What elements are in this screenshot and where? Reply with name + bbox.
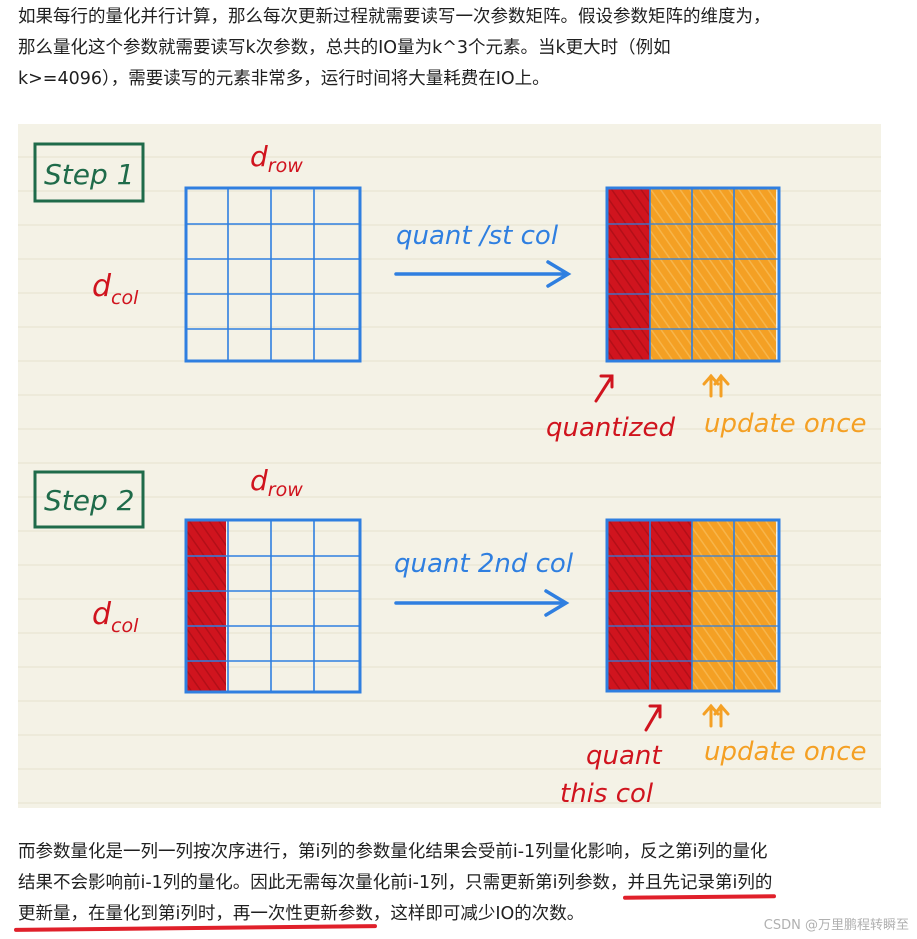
step2-arrow bbox=[394, 589, 570, 617]
figure-svg: Step 1 drow dcol quant /st col bbox=[18, 124, 881, 808]
step2-note-quant: quant bbox=[586, 741, 662, 771]
step1-output-matrix bbox=[605, 186, 781, 363]
explanation-line-2-plain: 结果不会影响前i-1列的量化。因此无需每次量化前i-1列，只需更新第i列参数， bbox=[18, 873, 628, 893]
intro-paragraph: 如果每行的量化并行计算，那么每次更新过程就需要读写一次参数矩阵。假设参数矩阵的维… bbox=[18, 2, 898, 95]
explanation-underlined-1: 并且先记录第i列的 bbox=[627, 873, 773, 893]
csdn-watermark: CSDN @万里鹏程转瞬至 bbox=[763, 918, 909, 933]
step1-red-pointer bbox=[594, 374, 614, 403]
step2-orange-pointer bbox=[702, 703, 730, 728]
intro-line-3: k>=4096），需要读写的元素非常多，运行时间将大量耗费在IO上。 bbox=[18, 69, 550, 89]
explanation-underlined-2: 更新量，在量化到第i列时，再一次性更新参数 bbox=[18, 904, 373, 924]
explanation-line-1: 而参数量化是一列一列按次序进行，第i列的参数量化结果会受前i-1列量化影响，反之… bbox=[18, 842, 768, 862]
step2-red-pointer bbox=[644, 704, 662, 732]
explanation-paragraph: 而参数量化是一列一列按次序进行，第i列的参数量化结果会受前i-1列量化影响，反之… bbox=[18, 837, 898, 930]
step2-drow: drow bbox=[250, 464, 303, 501]
step2-label: Step 2 bbox=[44, 484, 134, 517]
step1-label-box: Step 1 bbox=[33, 142, 145, 203]
step1-dcol: dcol bbox=[92, 269, 139, 309]
step2-input-matrix bbox=[184, 518, 362, 694]
step1-label: Step 1 bbox=[44, 158, 134, 191]
quantization-figure: Step 1 drow dcol quant /st col bbox=[18, 124, 881, 808]
step2-dcol: dcol bbox=[92, 597, 139, 637]
step2-note-this-col: this col bbox=[560, 779, 654, 808]
step2-note-update: update once bbox=[704, 737, 867, 767]
step1-drow: drow bbox=[250, 140, 303, 177]
step1-arrow bbox=[394, 260, 572, 288]
step2-output-matrix bbox=[605, 518, 781, 693]
step1-input-matrix bbox=[184, 186, 362, 363]
intro-line-2: 那么量化这个参数就需要读写k次参数，总共的IO量为k^3个元素。当k更大时（例如 bbox=[18, 38, 671, 58]
step1-arrow-label: quant /st col bbox=[396, 221, 559, 251]
intro-line-1: 如果每行的量化并行计算，那么每次更新过程就需要读写一次参数矩阵。假设参数矩阵的维… bbox=[18, 7, 771, 27]
step1-note-quantized: quantized bbox=[546, 413, 675, 443]
step1-orange-pointer bbox=[702, 373, 730, 398]
step2-label-box: Step 2 bbox=[33, 470, 145, 529]
step1-note-update: update once bbox=[704, 409, 867, 439]
explanation-line-3-plain: ，这样即可减少IO的次数。 bbox=[372, 904, 585, 924]
step2-arrow-label: quant 2nd col bbox=[394, 549, 574, 579]
